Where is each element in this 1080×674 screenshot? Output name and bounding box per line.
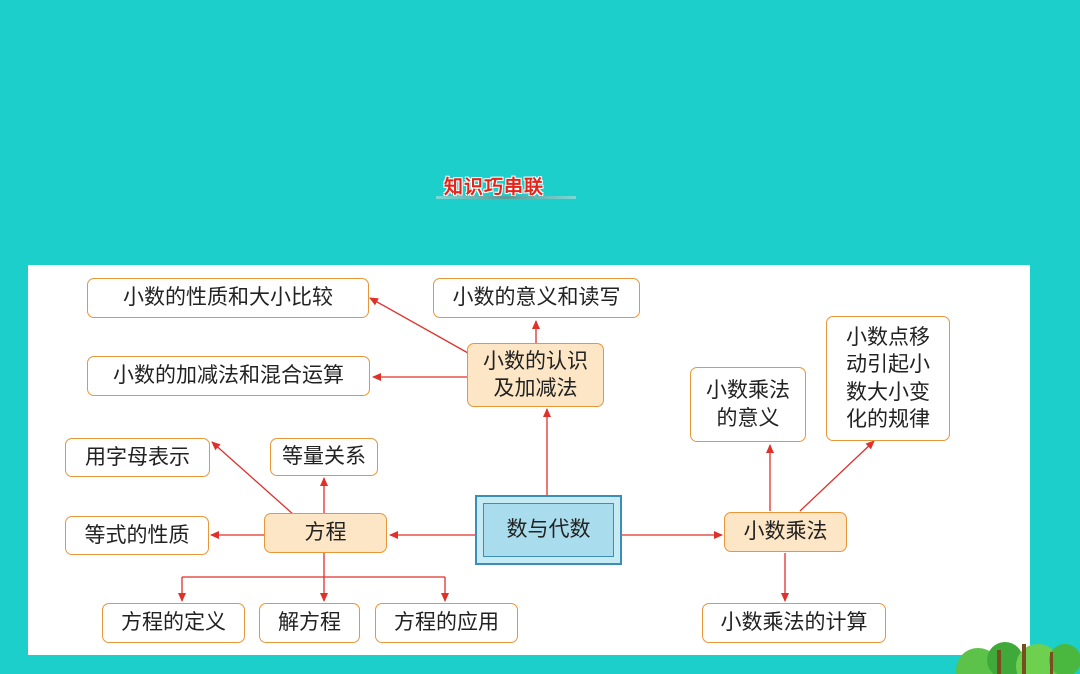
multiplication-calc-node: 小数乘法的计算 bbox=[702, 603, 886, 643]
equivalence-node: 等量关系 bbox=[270, 438, 378, 476]
decimal-point-rule-node: 小数点移 动引起小 数大小变 化的规律 bbox=[826, 316, 950, 441]
decimal-meaning-node: 小数的意义和读写 bbox=[433, 278, 640, 318]
equation-node: 方程 bbox=[264, 513, 387, 553]
multiplication-meaning-node: 小数乘法 的意义 bbox=[690, 367, 806, 442]
solve-equation-label: 解方程 bbox=[278, 610, 341, 635]
decimal-properties-label: 小数的性质和大小比较 bbox=[123, 285, 333, 310]
equality-properties-label: 等式的性质 bbox=[84, 522, 190, 547]
decimal-meaning-label: 小数的意义和读写 bbox=[452, 285, 621, 310]
connector-layer bbox=[178, 297, 875, 602]
decimal-addsub-label: 小数的加减法和混合运算 bbox=[113, 363, 344, 388]
decimal-properties-node: 小数的性质和大小比较 bbox=[87, 278, 369, 318]
multiplication-meaning-label: 小数乘法 的意义 bbox=[706, 378, 790, 430]
equation-label: 方程 bbox=[304, 520, 347, 545]
decimal-multiplication-node: 小数乘法 bbox=[724, 512, 847, 552]
center-node-label: 数与代数 bbox=[506, 517, 591, 542]
decimal-multiplication-label: 小数乘法 bbox=[743, 519, 828, 544]
arrow-mult-to-rule bbox=[799, 440, 875, 512]
arrow-equation-to-letters bbox=[211, 441, 295, 516]
slide-title-text: 知识巧串联 bbox=[444, 176, 545, 198]
decimal-recognition-node: 小数的认识 及加减法 bbox=[467, 343, 604, 407]
equation-definition-label: 方程的定义 bbox=[121, 610, 226, 635]
letters-label: 用字母表示 bbox=[85, 444, 190, 469]
letters-node: 用字母表示 bbox=[65, 438, 210, 477]
solve-equation-node: 解方程 bbox=[259, 603, 360, 643]
equivalence-label: 等量关系 bbox=[282, 444, 366, 469]
slide-title: 知识巧串联 bbox=[436, 142, 636, 218]
multiplication-calc-label: 小数乘法的计算 bbox=[720, 610, 868, 635]
equation-application-node: 方程的应用 bbox=[375, 603, 518, 643]
center-node: 数与代数 bbox=[475, 495, 622, 565]
diagram-panel: 数与代数 小数的认识 及加减法 小数的性质和大小比较 小数的意义和读写 小数的加… bbox=[28, 265, 1030, 655]
decimal-addsub-node: 小数的加减法和混合运算 bbox=[87, 356, 370, 396]
decimal-recognition-label: 小数的认识 及加减法 bbox=[483, 348, 588, 400]
title-underline bbox=[436, 196, 576, 199]
equality-properties-node: 等式的性质 bbox=[65, 516, 209, 555]
tree-decoration bbox=[956, 642, 1080, 674]
arrow-recognition-to-properties bbox=[369, 297, 469, 354]
equation-definition-node: 方程的定义 bbox=[102, 603, 245, 643]
decimal-point-rule-label: 小数点移 动引起小 数大小变 化的规律 bbox=[846, 324, 930, 431]
equation-application-label: 方程的应用 bbox=[394, 610, 499, 635]
